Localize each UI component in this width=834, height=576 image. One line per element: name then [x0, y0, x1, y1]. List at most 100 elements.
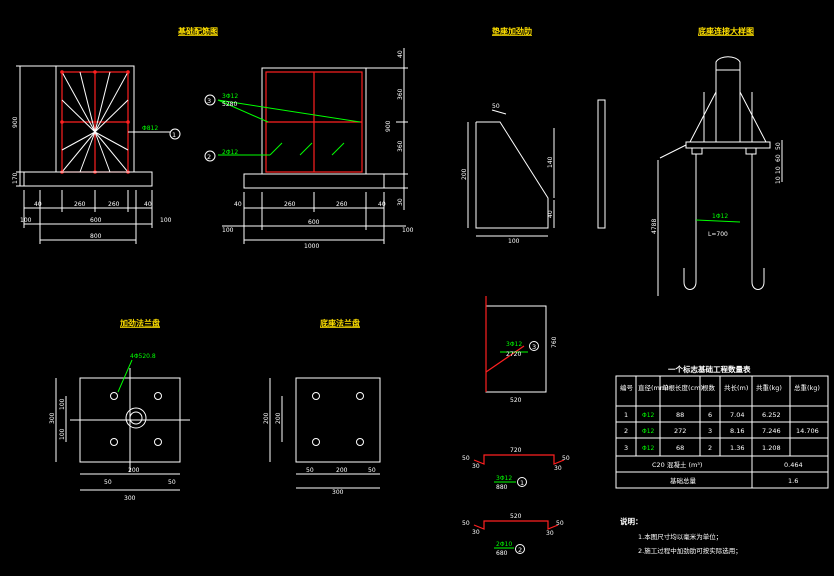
dim-b3-800: 800: [90, 233, 102, 240]
callout-circle-1: [169, 128, 181, 140]
shape2-dim-right2: 30: [546, 530, 554, 537]
table-cell: 1.36: [730, 444, 744, 452]
table-note-label: 基础总量: [670, 476, 697, 485]
shape1-dim-left: 50: [462, 455, 470, 462]
table-cell: 3: [708, 427, 712, 435]
bar-shape-1: 720 50 30 50 30 3Φ12 880 1: [462, 447, 570, 491]
dim2-b2-600: 600: [308, 219, 320, 226]
pole-tube: [715, 56, 741, 143]
dim-r-900: 900: [385, 120, 392, 132]
table-cell: 2: [708, 444, 712, 452]
bent-bar-label: 3Φ12: [506, 341, 522, 348]
title-stiffened-flange: 加劲法兰盘: [119, 318, 160, 328]
view-foundation-section: 3 2 3Φ12 5280 2Φ12 40 360 900 360 30 40 …: [204, 48, 414, 250]
flange1-dim-50a: 50: [104, 479, 112, 486]
table-cell: 2: [624, 427, 628, 435]
flange-bolt-label: 4Φ520.8: [130, 353, 156, 360]
title-base-flange: 底座法兰盘: [319, 318, 360, 328]
shape2-dim-right: 50: [556, 520, 564, 527]
th-count: 根数: [702, 383, 716, 392]
detail-dim-60: 60: [775, 154, 782, 162]
shape1-dim-right: 50: [562, 455, 570, 462]
bar-shape-2: 520 50 30 50 30 2Φ10 680 2: [462, 513, 564, 557]
detail-dim-4788: 4788: [651, 219, 658, 234]
shape2-dim-left2: 30: [472, 529, 480, 536]
note-1: 1.本图尺寸均以毫米为单位；: [638, 532, 722, 541]
flange2-dim-200b: 200: [275, 412, 282, 424]
stiffener-dim-200: 200: [461, 168, 468, 180]
dim2-b2-100b: 100: [402, 227, 414, 234]
flange2-dim-200a: 200: [263, 412, 270, 424]
flange1-dim-300-bottom: 300: [124, 495, 136, 502]
foundation-base-2: [243, 173, 385, 189]
shape1-dim-left2: 30: [472, 463, 480, 470]
view-base-flange: 200 200 50 200 50 300: [263, 377, 381, 496]
stiffener-dim-140: 140: [547, 156, 554, 168]
foundation-base-1: [23, 171, 153, 187]
view-foundation-elevation: 1 Φ812 900 170 40 260 260 40 100 600 100…: [12, 65, 181, 244]
view-stiffener: 50 200 140 40 100: [461, 99, 606, 245]
dim-b1-40b: 40: [144, 201, 152, 208]
dim-b2-100b: 100: [160, 217, 172, 224]
note-2: 2.施工过程中加劲肋可按实际选用；: [638, 546, 742, 555]
shape1-dim-right2: 30: [554, 465, 562, 472]
bolt-bar-length: L=700: [708, 231, 728, 238]
dim2-b1-40a: 40: [234, 201, 242, 208]
notes: 说明： 1.本图尺寸均以毫米为单位； 2.施工过程中加劲肋可按实际选用；: [620, 516, 742, 555]
flange2-dim-200: 200: [336, 467, 348, 474]
table-cell: 272: [674, 427, 686, 435]
title-base-detail: 底座连接大样图: [697, 26, 754, 36]
view-stiffened-flange: 4Φ520.8 300 100 100 50 200 50 300: [49, 353, 190, 502]
bolt-bar-label: 1Φ12: [712, 213, 728, 220]
dim2-b1-260b: 260: [336, 201, 348, 208]
bar3-length: 5280: [222, 101, 237, 108]
bar-label-phi812: Φ812: [142, 125, 158, 132]
table-cell: 88: [676, 411, 684, 419]
table-cell: 6: [708, 411, 712, 419]
anchor-bolt-right: [751, 154, 765, 290]
th-unit-len: 单根长度(cm): [662, 383, 703, 392]
flange-plate-2: [295, 377, 381, 463]
bent-bar-dim-520: 520: [510, 397, 522, 404]
th-total-weight: 总重(kg): [794, 383, 820, 392]
stiffener-dim-40: 40: [547, 210, 554, 218]
callout-circle-2: [204, 150, 216, 162]
table-note-value: 1.6: [788, 477, 798, 485]
shape2-length: 680: [496, 550, 508, 557]
bar3-label: 3Φ12: [222, 93, 238, 100]
dim-r-360a: 360: [397, 88, 404, 100]
pole-hole: [125, 407, 147, 429]
callout-1-number: 1: [172, 131, 176, 139]
th-weight: 共重(kg): [756, 383, 782, 392]
callout-3-number: 3: [207, 97, 211, 105]
callout-2-number: 2: [207, 153, 211, 161]
shape1-length: 880: [496, 484, 508, 491]
dim2-b2-100a: 100: [222, 227, 234, 234]
th-no: 编号: [620, 383, 634, 392]
table-cell: Φ12: [642, 428, 655, 435]
bent-bar-callout-circle: [529, 341, 539, 351]
bar2-label: 2Φ12: [222, 149, 238, 156]
dim-left-900: 900: [12, 116, 19, 128]
table-cell: Φ12: [642, 412, 655, 419]
table-concrete-value: 0.464: [784, 461, 803, 469]
shape1-dim-top: 720: [510, 447, 522, 454]
dim-r-40: 40: [397, 50, 404, 58]
title-foundation-rebar: 基础配筋图: [177, 26, 218, 36]
table-cell: 6.252: [762, 411, 781, 419]
flange2-dim-50a: 50: [306, 467, 314, 474]
detail-dim-50: 50: [775, 142, 782, 150]
table-cell: Φ12: [642, 445, 655, 452]
bolt-holes-1: [110, 392, 162, 446]
dim2-b1-260a: 260: [284, 201, 296, 208]
table-cell: 3: [624, 444, 628, 452]
detail-dim-10b: 10: [775, 176, 782, 184]
dim-r-360b: 360: [397, 140, 404, 152]
shape2-dim-left: 50: [462, 520, 470, 527]
base-plate: [685, 141, 771, 149]
bent-bar-callout: 3: [532, 343, 536, 351]
bent-bar-length: 2720: [506, 351, 521, 358]
flange1-dim-200: 200: [128, 467, 140, 474]
table-concrete-label: C20 混凝土 (m³): [652, 460, 702, 469]
